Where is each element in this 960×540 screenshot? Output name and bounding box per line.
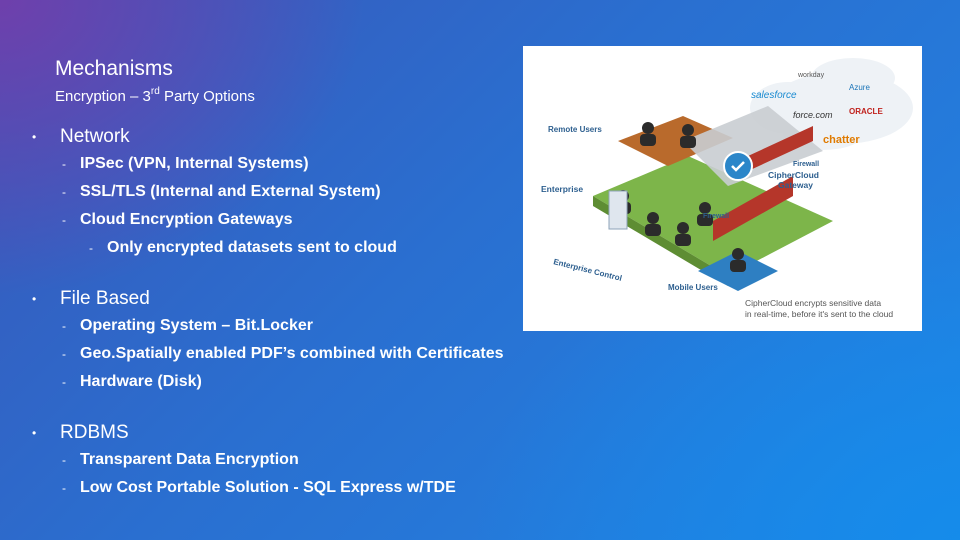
dash: - xyxy=(62,453,66,467)
bullet-list: •Network -IPSec (VPN, Internal Systems) … xyxy=(30,124,590,526)
network-path xyxy=(683,106,823,186)
slide-title: Mechanisms xyxy=(55,57,173,80)
ciphercloud-diagram: workday Azure salesforce force.com ORACL… xyxy=(523,46,922,331)
dash: - xyxy=(62,319,66,333)
subtitle-text: Encryption – 3 xyxy=(55,88,151,105)
section-heading-text: Network xyxy=(60,126,130,147)
firewall-label: Firewall xyxy=(793,161,819,168)
firewall-wall xyxy=(713,176,793,241)
firewall-wall xyxy=(748,126,813,171)
list-subitem-text: Only encrypted datasets sent to cloud xyxy=(107,239,397,256)
list-item: -Transparent Data Encryption xyxy=(30,446,590,474)
gateway-label: CipherCloud xyxy=(768,170,819,180)
list-item-text: Transparent Data Encryption xyxy=(80,451,299,468)
list-item-text: Low Cost Portable Solution - SQL Express… xyxy=(80,479,456,496)
mobile-users-label: Mobile Users xyxy=(668,283,718,292)
list-item-text: SSL/TLS (Internal and External System) xyxy=(80,183,381,200)
list-item: -Operating System – Bit.Locker xyxy=(30,312,590,340)
list-item-text: Geo.Spatially enabled PDF’s combined wit… xyxy=(80,345,504,362)
remote-floor xyxy=(618,116,733,166)
dash: - xyxy=(62,375,66,389)
cloud-app-label: salesforce xyxy=(751,90,797,101)
section-file-based: •File Based -Operating System – Bit.Lock… xyxy=(30,286,590,396)
dash: - xyxy=(62,185,66,199)
dash: - xyxy=(62,213,66,227)
section-heading: • Network xyxy=(30,124,590,150)
section-heading-text: File Based xyxy=(60,288,150,309)
gateway-label: Gateway xyxy=(778,180,813,190)
list-item: -Low Cost Portable Solution - SQL Expres… xyxy=(30,474,590,502)
cloud-app-label: force.com xyxy=(793,110,833,120)
subtitle-suffix: Party Options xyxy=(159,88,255,105)
cloud-app-label: workday xyxy=(797,72,825,79)
dash: - xyxy=(62,481,66,495)
enterprise-label: Enterprise xyxy=(541,184,583,194)
diagram-caption: CipherCloud encrypts sensitive data xyxy=(745,298,881,308)
list-item: -Geo.Spatially enabled PDF’s combined wi… xyxy=(30,340,590,368)
list-item: -Cloud Encryption Gateways xyxy=(30,206,590,234)
bullet-dot: • xyxy=(32,130,37,144)
diagram-svg: workday Azure salesforce force.com ORACL… xyxy=(541,58,913,319)
bullet-dot: • xyxy=(32,292,37,306)
section-network: •Network -IPSec (VPN, Internal Systems) … xyxy=(30,124,590,262)
subtitle-sup: rd xyxy=(150,86,160,97)
check-icon xyxy=(731,161,745,172)
bullet-dot: • xyxy=(32,426,37,440)
enterprise-control-label: Enterprise Control xyxy=(553,257,623,283)
enterprise-floor xyxy=(593,156,833,276)
remote-users-label: Remote Users xyxy=(548,125,602,134)
firewall-label-2: Firewall xyxy=(703,213,729,220)
gateway-shield-icon xyxy=(723,151,753,181)
list-item-text: Hardware (Disk) xyxy=(80,373,202,390)
dash: - xyxy=(62,157,66,171)
section-rdbms: • RDBMS -Transparent Data Encryption -Low… xyxy=(30,420,590,502)
section-heading-text: RDBMS xyxy=(60,422,129,443)
list-item-text: Operating System – Bit.Locker xyxy=(80,317,313,334)
list-subitem: -Only encrypted datasets sent to cloud xyxy=(30,234,590,262)
cloud-app-label: ORACLE xyxy=(849,107,883,116)
dash: - xyxy=(62,347,66,361)
slide-subtitle: Encryption – 3rd Party Options xyxy=(55,86,255,105)
cloud-app-label: Azure xyxy=(849,83,870,92)
list-item-text: IPSec (VPN, Internal Systems) xyxy=(80,155,309,172)
section-heading: • RDBMS xyxy=(30,420,590,446)
dash: - xyxy=(89,241,93,255)
list-item: -SSL/TLS (Internal and External System) xyxy=(30,178,590,206)
cloud-shape xyxy=(750,58,913,150)
diagram-caption: in real-time, before it's sent to the cl… xyxy=(745,309,893,319)
list-item: -Hardware (Disk) xyxy=(30,368,590,396)
list-item: -IPSec (VPN, Internal Systems) xyxy=(30,150,590,178)
server-icon xyxy=(608,190,628,230)
section-heading: • File Based xyxy=(30,286,590,312)
list-item-text: Cloud Encryption Gateways xyxy=(80,211,293,228)
cloud-app-label: chatter xyxy=(823,134,860,146)
